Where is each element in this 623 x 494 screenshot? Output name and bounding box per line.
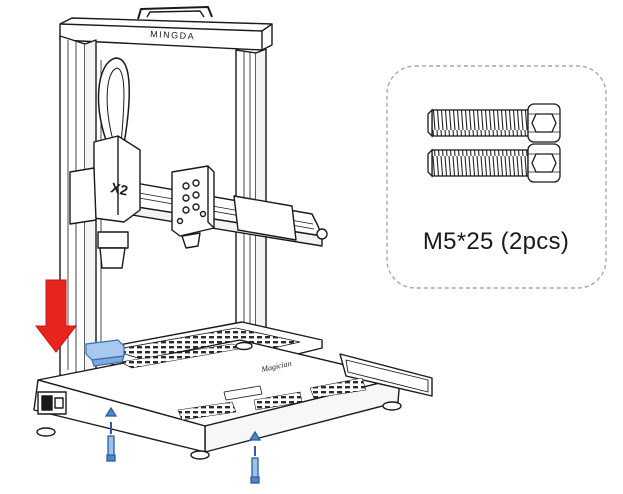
gantry-frame — [59, 6, 273, 381]
screw-callout-box — [386, 65, 607, 289]
callout-screw-1 — [427, 103, 561, 143]
base-screws — [104, 406, 262, 484]
print-head — [171, 165, 215, 249]
screw-left — [104, 406, 118, 462]
cable-loop — [97, 57, 130, 151]
x-axis-beam — [117, 179, 328, 247]
brand-label: MINGDA — [150, 29, 195, 41]
left-z-carriage — [69, 135, 141, 269]
highlighted-bracket — [85, 339, 125, 367]
callout-screw-2 — [427, 143, 561, 183]
screw-right — [248, 430, 262, 484]
red-down-arrow — [34, 279, 78, 353]
screw-spec-label: M5*25 (2pcs) — [422, 228, 570, 255]
model-label: X2 — [109, 179, 129, 198]
